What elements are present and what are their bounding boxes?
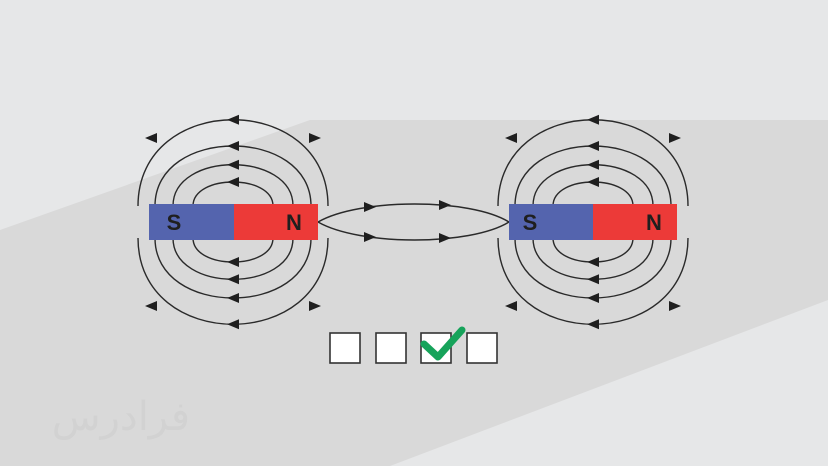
answer-checkboxes xyxy=(329,326,498,364)
arrow-head xyxy=(587,257,599,267)
arrow-head xyxy=(587,293,599,303)
arrow-head xyxy=(587,114,599,125)
arrow-head xyxy=(587,319,599,330)
north-pole xyxy=(234,204,318,240)
arrow-head xyxy=(364,202,376,212)
arrow-head xyxy=(227,141,239,151)
north-pole-label: N xyxy=(646,210,662,235)
south-pole-label: S xyxy=(523,210,538,235)
arrow-head xyxy=(227,257,239,267)
north-pole-label: N xyxy=(286,210,302,235)
arrow-head xyxy=(227,293,239,303)
arrow-head xyxy=(587,141,599,151)
bar-magnet-left: S N xyxy=(149,204,318,240)
south-pole xyxy=(509,204,593,240)
arrow-head xyxy=(439,200,451,210)
watermark-logo: فرادرس xyxy=(52,394,190,440)
arrow-head xyxy=(669,133,681,143)
checkbox-2[interactable] xyxy=(375,332,407,364)
arrow-head xyxy=(145,133,157,143)
check-mark-icon xyxy=(420,326,466,361)
checkbox-1[interactable] xyxy=(329,332,361,364)
field-lines-left-magnet xyxy=(137,119,329,325)
field-direction-arrows xyxy=(145,114,681,330)
arrow-head xyxy=(505,301,517,311)
arrow-head xyxy=(587,159,599,170)
bar-magnet-right: S N xyxy=(509,204,677,240)
arrow-head xyxy=(669,301,681,311)
field-line xyxy=(317,203,510,223)
arrow-head xyxy=(227,177,239,187)
arrow-head xyxy=(309,133,321,143)
south-pole-label: S xyxy=(167,210,182,235)
field-lines-between-magnets xyxy=(317,203,510,241)
arrow-head xyxy=(227,319,239,330)
arrow-head xyxy=(439,233,451,243)
checkbox-4[interactable] xyxy=(466,332,498,364)
north-pole xyxy=(593,204,677,240)
arrow-head xyxy=(505,133,517,143)
south-pole xyxy=(149,204,234,240)
arrow-head xyxy=(587,177,599,187)
arrow-head xyxy=(227,159,239,170)
arrow-head xyxy=(227,274,239,285)
arrow-head xyxy=(587,274,599,285)
arrow-head xyxy=(145,301,157,311)
arrow-head xyxy=(364,232,376,242)
arrow-head xyxy=(309,301,321,311)
field-line xyxy=(317,221,510,241)
arrow-head xyxy=(227,114,239,125)
